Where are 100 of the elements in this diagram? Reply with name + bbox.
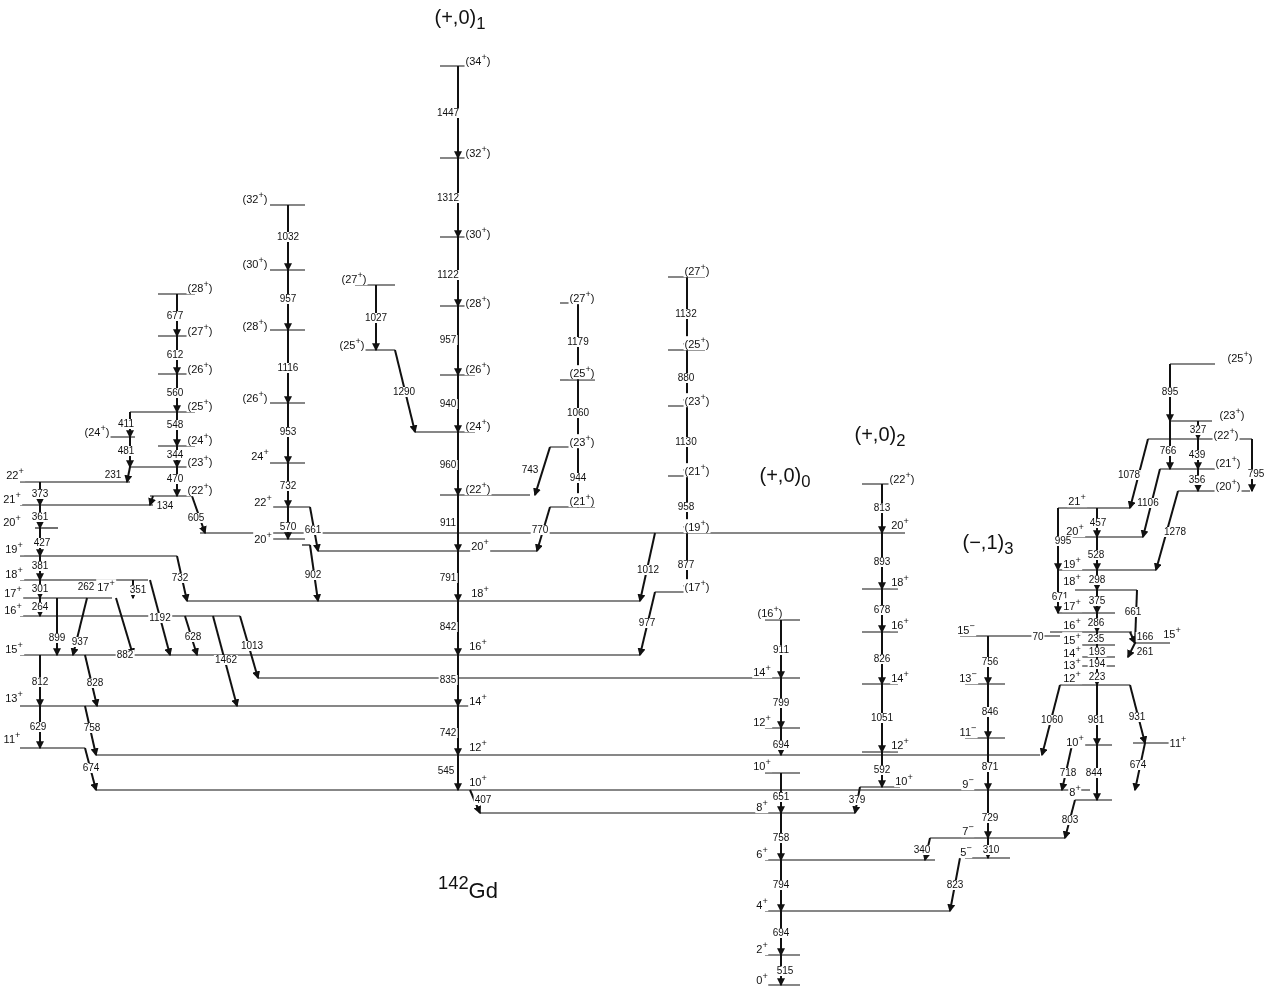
spin-label: (27$^{+}$) xyxy=(568,290,596,304)
spin-label: 17$^{+}$ xyxy=(3,585,23,599)
spin-label: 14$^{+}$ xyxy=(468,693,488,707)
transition-energy: 844 xyxy=(1084,768,1104,778)
transition-energy: 1013 xyxy=(239,641,265,651)
transition-energy: 427 xyxy=(32,538,52,548)
spin-label: 6$^{+}$ xyxy=(755,846,769,860)
transition-energy: 545 xyxy=(436,766,456,776)
transition-energy: 1122 xyxy=(436,270,460,280)
transition-energy: 823 xyxy=(945,880,965,890)
spin-label: 19$^{+}$ xyxy=(1062,556,1082,570)
spin-label: 20$^{+}$ xyxy=(890,517,910,531)
spin-label: 2$^{+}$ xyxy=(755,941,769,955)
transition-energy: 957 xyxy=(278,294,298,304)
spin-label: 12$^{+}$ xyxy=(468,739,488,753)
transition-energy: 1116 xyxy=(276,363,300,373)
transition-energy: 766 xyxy=(1158,446,1178,456)
spin-label: (28$^{+}$) xyxy=(186,280,214,294)
transition-energy: 960 xyxy=(438,460,458,470)
transition-energy: 803 xyxy=(1060,815,1080,825)
spin-label: (25$^{+}$) xyxy=(568,365,596,379)
transition-energy: 264 xyxy=(30,602,50,612)
transition-energy: 981 xyxy=(1086,715,1106,725)
spin-label: 21$^{+}$ xyxy=(1067,493,1087,507)
spin-label: (23$^{+}$) xyxy=(186,454,214,468)
spin-label: 8$^{+}$ xyxy=(755,799,769,813)
spin-label: (26$^{+}$) xyxy=(186,361,214,375)
transition-energy: 880 xyxy=(676,373,696,383)
transition-energy: 235 xyxy=(1086,634,1106,644)
transition-energy: 895 xyxy=(1160,387,1180,397)
transition-energy: 732 xyxy=(278,481,298,491)
transition-energy: 940 xyxy=(438,399,458,409)
transition-energy: 828 xyxy=(85,678,105,688)
spin-label: 18$^{+}$ xyxy=(4,566,24,580)
transition-energy: 344 xyxy=(165,450,185,460)
spin-label: (20$^{+}$) xyxy=(1214,478,1242,492)
transition-energy: 1447 xyxy=(435,108,461,118)
spin-label: 19$^{+}$ xyxy=(4,541,24,555)
spin-label: 10$^{+}$ xyxy=(894,773,914,787)
transition-energy: 1012 xyxy=(635,565,661,575)
transition-energy: 1312 xyxy=(435,193,461,203)
transition-energy: 977 xyxy=(637,618,657,628)
transition-energy: 937 xyxy=(70,637,90,647)
spin-label: 15$^{+}$ xyxy=(4,641,24,655)
spin-label: (26$^{+}$) xyxy=(241,390,269,404)
transition-energy: 835 xyxy=(438,675,458,685)
spin-label: 10$^{+}$ xyxy=(1065,734,1085,748)
transition-energy: 1132 xyxy=(674,309,698,319)
transition-energy: 826 xyxy=(872,654,892,664)
spin-label: (30$^{+}$) xyxy=(464,226,492,240)
transition-energy: 758 xyxy=(771,833,791,843)
transition-energy: 661 xyxy=(1123,607,1143,617)
spin-label: 14$^{+}$ xyxy=(890,670,910,684)
transition-energy: 678 xyxy=(872,605,892,615)
transition-energy: 677 xyxy=(165,311,185,321)
spin-label: 18$^{+}$ xyxy=(1062,573,1082,587)
spin-label: (24$^{+}$) xyxy=(186,432,214,446)
transition-energy: 674 xyxy=(1128,760,1148,770)
transition-energy: 1179 xyxy=(566,337,590,347)
spin-label: 20$^{+}$ xyxy=(470,538,490,552)
spin-label: 11$^{+}$ xyxy=(1168,735,1188,749)
transition-energy: 439 xyxy=(1187,450,1207,460)
transition-energy: 166 xyxy=(1135,632,1155,642)
transition-energy: 1060 xyxy=(1039,715,1065,725)
transition-energy: 1027 xyxy=(363,313,389,323)
transition-energy: 694 xyxy=(771,928,791,938)
spin-label: (30$^{+}$) xyxy=(241,256,269,270)
transition-energy: 261 xyxy=(1135,647,1155,657)
spin-label: (21$^{+}$) xyxy=(683,463,711,477)
spin-label: 8$^{+}$ xyxy=(1068,784,1082,798)
spin-label: 20$^{+}$ xyxy=(1065,523,1085,537)
transition-energy: 592 xyxy=(872,765,892,775)
spin-label: (22$^{+}$) xyxy=(464,481,492,495)
transition-energy: 605 xyxy=(186,513,206,523)
transition-energy: 694 xyxy=(771,740,791,750)
transition-energy: 548 xyxy=(165,420,185,430)
transition-energy: 770 xyxy=(530,525,550,535)
spin-label: 24$^{+}$ xyxy=(250,448,270,462)
spin-label: 22$^{+}$ xyxy=(5,467,25,481)
transition-energy: 310 xyxy=(981,845,1001,855)
transition-energy: 1060 xyxy=(565,408,591,418)
transition-energy: 791 xyxy=(438,573,458,583)
transition-energy: 1278 xyxy=(1162,527,1188,537)
transition-energy: 794 xyxy=(771,880,791,890)
band-label: (+,0)$_{1}$ xyxy=(433,7,487,33)
spin-label: (25$^{+}$) xyxy=(683,336,711,350)
spin-label: 13$^{+}$ xyxy=(1062,657,1082,671)
transition-energy: 953 xyxy=(278,427,298,437)
transition-energy: 193 xyxy=(1087,647,1107,657)
spin-label: (22$^{+}$) xyxy=(888,471,916,485)
spin-label: (27$^{+}$) xyxy=(186,323,214,337)
transition-energy: 134 xyxy=(155,501,175,511)
transition-energy: 560 xyxy=(165,388,185,398)
transition-energy: 674 xyxy=(81,763,101,773)
spin-label: 16$^{+}$ xyxy=(1062,617,1082,631)
spin-label: 14$^{+}$ xyxy=(1062,645,1082,659)
spin-label: 20$^{+}$ xyxy=(2,514,22,528)
spin-label: (21$^{+}$) xyxy=(1214,455,1242,469)
spin-label: 18$^{+}$ xyxy=(470,585,490,599)
spin-label: 20$^{+}$ xyxy=(253,531,273,545)
